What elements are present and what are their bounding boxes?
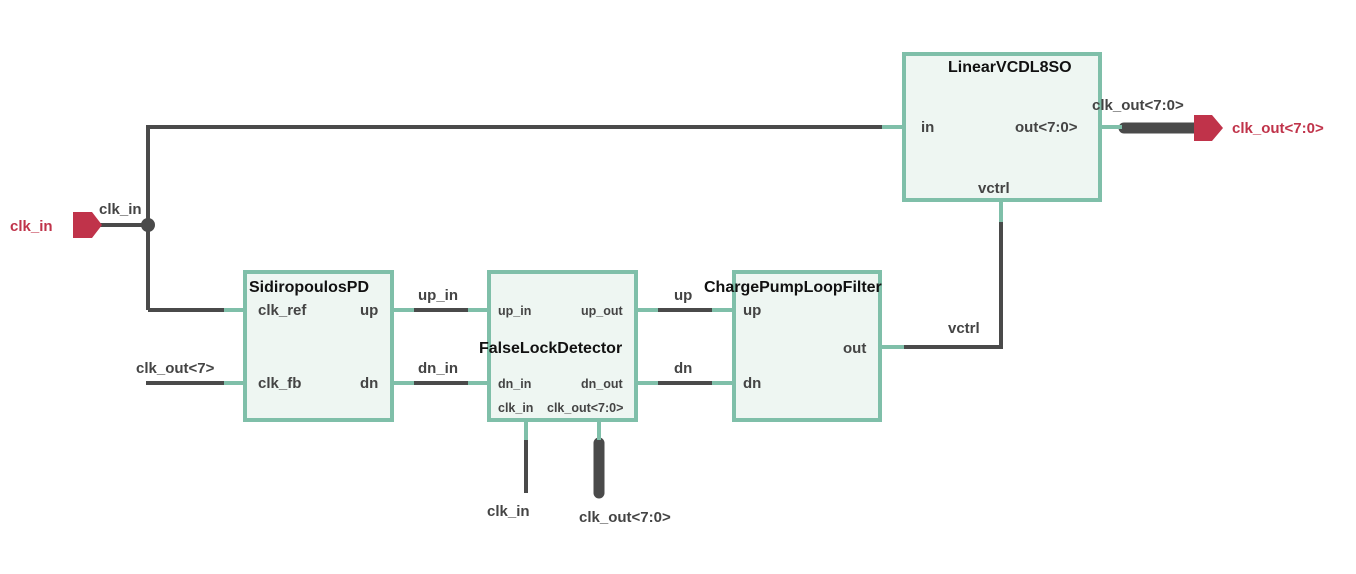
net-label-up-in: up_in <box>418 287 458 304</box>
vcdl-pin-in: in <box>921 119 934 136</box>
net-label-dn-in: dn_in <box>418 360 458 377</box>
cp-pin-out: out <box>843 340 866 357</box>
wire-vctrl <box>904 222 1003 349</box>
fld-pin-dn-in: dn_in <box>498 377 531 391</box>
net-label-fld-clk-in: clk_in <box>487 503 530 520</box>
cp-title: ChargePumpLoopFilter <box>704 279 882 296</box>
input-port-clk-in[interactable] <box>73 212 102 238</box>
pd-pin-clk-ref: clk_ref <box>258 302 307 319</box>
cp-pin-dn: dn <box>743 375 761 392</box>
block-false-lock-detector[interactable] <box>487 270 638 422</box>
vcdl-title: LinearVCDL8SO <box>948 59 1072 76</box>
net-label-fld-clk-out: clk_out<7:0> <box>579 509 671 526</box>
cp-pin-up: up <box>743 302 761 319</box>
block-charge-pump-loop-filter[interactable] <box>732 270 882 422</box>
pd-title: SidiropoulosPD <box>249 279 369 296</box>
net-label-up: up <box>674 287 692 304</box>
output-port-clk-out[interactable] <box>1194 115 1223 141</box>
fld-pin-up-out: up_out <box>581 304 623 318</box>
net-label-clk-in-junction: clk_in <box>99 201 142 218</box>
fld-pin-clk-in: clk_in <box>498 401 533 415</box>
net-label-vctrl: vctrl <box>948 320 980 337</box>
net-label-clk-fb: clk_out<7> <box>136 360 215 377</box>
net-label-vcdl-out: clk_out<7:0> <box>1092 97 1184 114</box>
block-linear-vcdl[interactable] <box>902 52 1102 202</box>
block-sidiropoulos-pd[interactable] <box>243 270 394 422</box>
fld-title: FalseLockDetector <box>479 340 622 357</box>
net-label-dn: dn <box>674 360 692 377</box>
vcdl-pin-vctrl: vctrl <box>978 180 1010 197</box>
fld-pin-clk-out: clk_out<7:0> <box>547 401 623 415</box>
fld-pin-dn-out: dn_out <box>581 377 623 391</box>
junction-dot <box>141 218 155 232</box>
wire-clk-in-trunk <box>146 125 882 310</box>
vcdl-pin-out: out<7:0> <box>1015 119 1078 136</box>
output-port-label: clk_out<7:0> <box>1232 120 1324 137</box>
pd-pin-dn: dn <box>360 375 378 392</box>
input-port-label: clk_in <box>10 218 53 235</box>
fld-pin-up-in: up_in <box>498 304 531 318</box>
pd-pin-up: up <box>360 302 378 319</box>
pd-pin-clk-fb: clk_fb <box>258 375 301 392</box>
